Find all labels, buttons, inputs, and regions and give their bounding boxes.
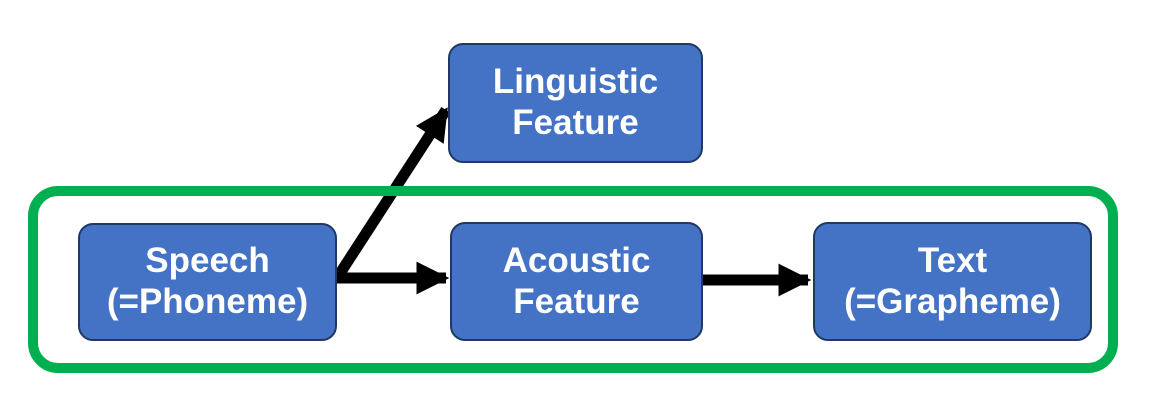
node-speech: Speech (=Phoneme) [78,223,337,341]
node-acoustic-feature: Acoustic Feature [450,222,703,341]
node-label-line: Acoustic [502,240,651,280]
node-text: Text (=Grapheme) [813,222,1092,341]
node-label-line: Feature [512,103,639,142]
node-label-line: (=Grapheme) [844,281,1061,321]
node-linguistic-feature: Linguistic Feature [448,43,703,163]
node-label-line: (=Phoneme) [106,282,309,321]
node-label-line: Speech [145,241,270,281]
node-label-line: Linguistic [492,62,659,102]
node-label-line: Text [917,240,988,280]
node-label-line: Feature [513,281,640,321]
group-outline [28,186,1118,373]
